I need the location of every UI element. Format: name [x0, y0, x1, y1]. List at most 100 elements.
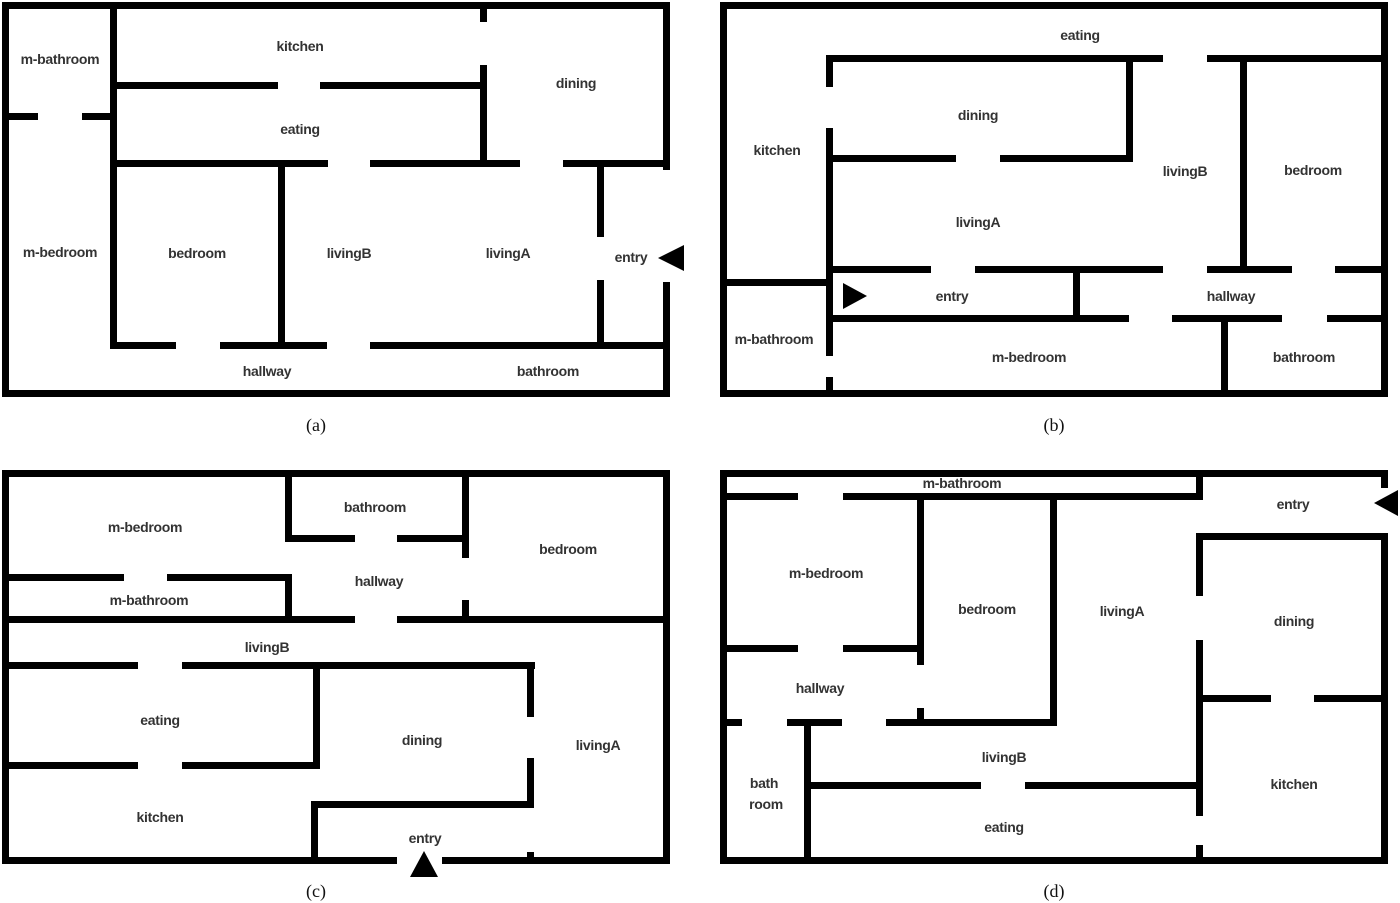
- room-label: livingA: [1100, 603, 1145, 619]
- wall: [1025, 782, 1203, 789]
- floor-plan-a: m-bathroom kitchen dining eating m-bedro…: [2, 2, 684, 436]
- room-label: room: [749, 796, 783, 812]
- triangle-arrow-icon: [658, 245, 684, 271]
- wall: [285, 574, 292, 622]
- wall: [720, 470, 727, 864]
- room-label: entry: [409, 830, 442, 846]
- room-label: kitchen: [754, 142, 801, 158]
- wall: [917, 708, 924, 723]
- floor-plan-d: m-bathroom entry m-bedroom bedroom livin…: [720, 470, 1398, 902]
- wall: [1314, 695, 1388, 702]
- wall: [886, 719, 1057, 726]
- room-label: eating: [140, 712, 179, 728]
- wall: [313, 662, 320, 769]
- wall: [826, 155, 956, 162]
- triangle-arrow-icon: [1374, 490, 1398, 516]
- room-label: livingA: [576, 737, 621, 753]
- room-label: eating: [280, 121, 319, 137]
- wall: [2, 2, 9, 397]
- wall: [1381, 2, 1388, 397]
- room-label: hallway: [796, 680, 845, 696]
- wall: [1240, 55, 1247, 273]
- plan-caption: (c): [306, 881, 326, 902]
- wall: [720, 2, 727, 397]
- floor-plan-b: eating dining kitchen livingB bedroom li…: [720, 2, 1388, 436]
- room-label: dining: [1274, 613, 1314, 629]
- room-label: m-bathroom: [735, 331, 814, 347]
- plan-caption: (b): [1044, 415, 1065, 436]
- wall: [480, 65, 487, 167]
- room-label: dining: [402, 732, 442, 748]
- wall: [720, 857, 1388, 864]
- wall: [720, 719, 742, 726]
- wall: [1172, 315, 1282, 322]
- wall: [720, 2, 1388, 9]
- wall: [1196, 533, 1203, 596]
- room-label: eating: [1060, 27, 1099, 43]
- walls-b: [720, 2, 1388, 397]
- wall: [2, 762, 138, 769]
- room-label: dining: [556, 75, 596, 91]
- wall: [1207, 266, 1292, 273]
- wall: [720, 279, 830, 286]
- wall: [1196, 470, 1203, 500]
- room-label: hallway: [243, 363, 292, 379]
- room-label: m-bedroom: [23, 244, 97, 260]
- wall: [826, 55, 1163, 62]
- room-label: livingB: [245, 639, 290, 655]
- wall: [527, 758, 534, 808]
- wall: [110, 160, 328, 167]
- plan-caption: (a): [306, 415, 326, 436]
- wall: [2, 574, 124, 581]
- room-label: bathroom: [344, 499, 406, 515]
- room-label: livingB: [982, 749, 1027, 765]
- room-label: entry: [936, 288, 969, 304]
- room-label: livingA: [486, 245, 531, 261]
- wall: [320, 82, 485, 89]
- walls-c: [2, 470, 670, 864]
- wall: [182, 762, 320, 769]
- wall: [720, 390, 1388, 397]
- room-label: bathroom: [1273, 349, 1335, 365]
- wall: [843, 493, 1203, 500]
- wall: [527, 852, 534, 858]
- wall: [311, 801, 318, 864]
- room-label: bedroom: [958, 601, 1016, 617]
- wall: [826, 315, 1129, 322]
- wall: [397, 535, 469, 542]
- wall: [826, 128, 833, 356]
- room-label: entry: [615, 249, 648, 265]
- room-label: m-bedroom: [789, 565, 863, 581]
- triangle-arrow-icon: [843, 283, 867, 309]
- room-label: m-bathroom: [923, 475, 1002, 491]
- room-labels-a: m-bathroom kitchen dining eating m-bedro…: [21, 38, 649, 379]
- wall: [370, 342, 670, 349]
- wall: [826, 377, 833, 397]
- floor-plan-c: bathroom m-bedroom bedroom hallway m-bat…: [2, 470, 670, 902]
- wall: [563, 160, 670, 167]
- wall: [804, 782, 981, 789]
- wall: [1207, 55, 1388, 62]
- room-label: bedroom: [1284, 162, 1342, 178]
- wall: [1196, 695, 1271, 702]
- room-label: livingA: [956, 214, 1001, 230]
- wall: [597, 280, 604, 345]
- room-labels-c: bathroom m-bedroom bedroom hallway m-bat…: [108, 499, 621, 846]
- wall: [663, 2, 670, 170]
- wall: [2, 616, 355, 623]
- wall: [1221, 322, 1228, 397]
- wall: [110, 2, 117, 349]
- wall: [787, 719, 842, 726]
- wall: [462, 470, 469, 558]
- wall: [804, 719, 811, 864]
- wall: [480, 2, 487, 22]
- wall: [826, 266, 931, 273]
- wall: [720, 645, 798, 652]
- wall: [975, 266, 1163, 273]
- room-label: bedroom: [539, 541, 597, 557]
- wall: [527, 662, 534, 717]
- wall: [663, 470, 670, 864]
- room-labels-d: m-bathroom entry m-bedroom bedroom livin…: [749, 475, 1318, 835]
- wall: [2, 857, 397, 864]
